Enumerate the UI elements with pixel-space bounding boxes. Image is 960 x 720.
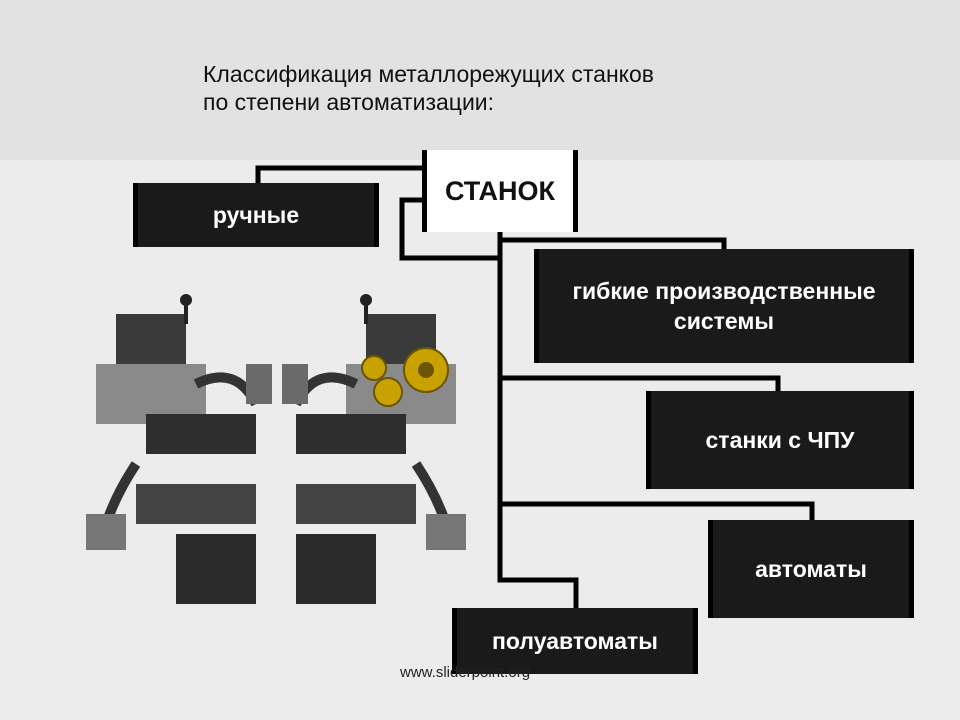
node-fms: гибкие производственные системы (534, 249, 914, 363)
node-manual: ручные (133, 183, 379, 247)
connector-semi-automatic (497, 577, 579, 613)
slide-title: Классификация металлорежущих станков по … (203, 60, 803, 116)
node-manual-label: ручные (212, 202, 300, 228)
title-line-1: Классификация металлорежущих станков (203, 61, 654, 87)
connector-root-trunk (399, 197, 501, 261)
machine-tools-illustration (86, 294, 466, 604)
connector-fms (497, 237, 727, 253)
machine-left-panel (246, 364, 272, 404)
node-cnc: станки с ЧПУ (646, 391, 914, 489)
node-fms-label-line-2: системы (673, 308, 775, 334)
node-cnc-label: станки с ЧПУ (705, 427, 855, 453)
machine-right-lower (296, 534, 376, 604)
machine-left-table (146, 414, 256, 454)
machine-left-box (86, 514, 126, 550)
machine-right-panel (282, 364, 308, 404)
node-fms-label-line-1: гибкие производственные (572, 278, 876, 304)
machine-right-box (426, 514, 466, 550)
gear-icon (361, 347, 449, 407)
connector-cnc (497, 375, 781, 395)
node-root: СТАНОК (422, 150, 578, 232)
machine-right-table (296, 414, 406, 454)
connector-automatic (497, 501, 815, 525)
node-automatic-label: автоматы (755, 556, 867, 582)
connector-manual (255, 165, 425, 187)
title-line-2: по степени автоматизации: (203, 89, 495, 115)
machine-left-lower (176, 534, 256, 604)
watermark: www.sliderpoint.org (400, 664, 531, 681)
node-automatic: автоматы (708, 520, 914, 618)
machine-right-base (296, 484, 416, 524)
machine-left-base (136, 484, 256, 524)
node-root-label: СТАНОК (444, 175, 556, 206)
node-semi-automatic-label: полуавтоматы (492, 628, 658, 654)
node-semi-automatic: полуавтоматы (452, 608, 698, 674)
